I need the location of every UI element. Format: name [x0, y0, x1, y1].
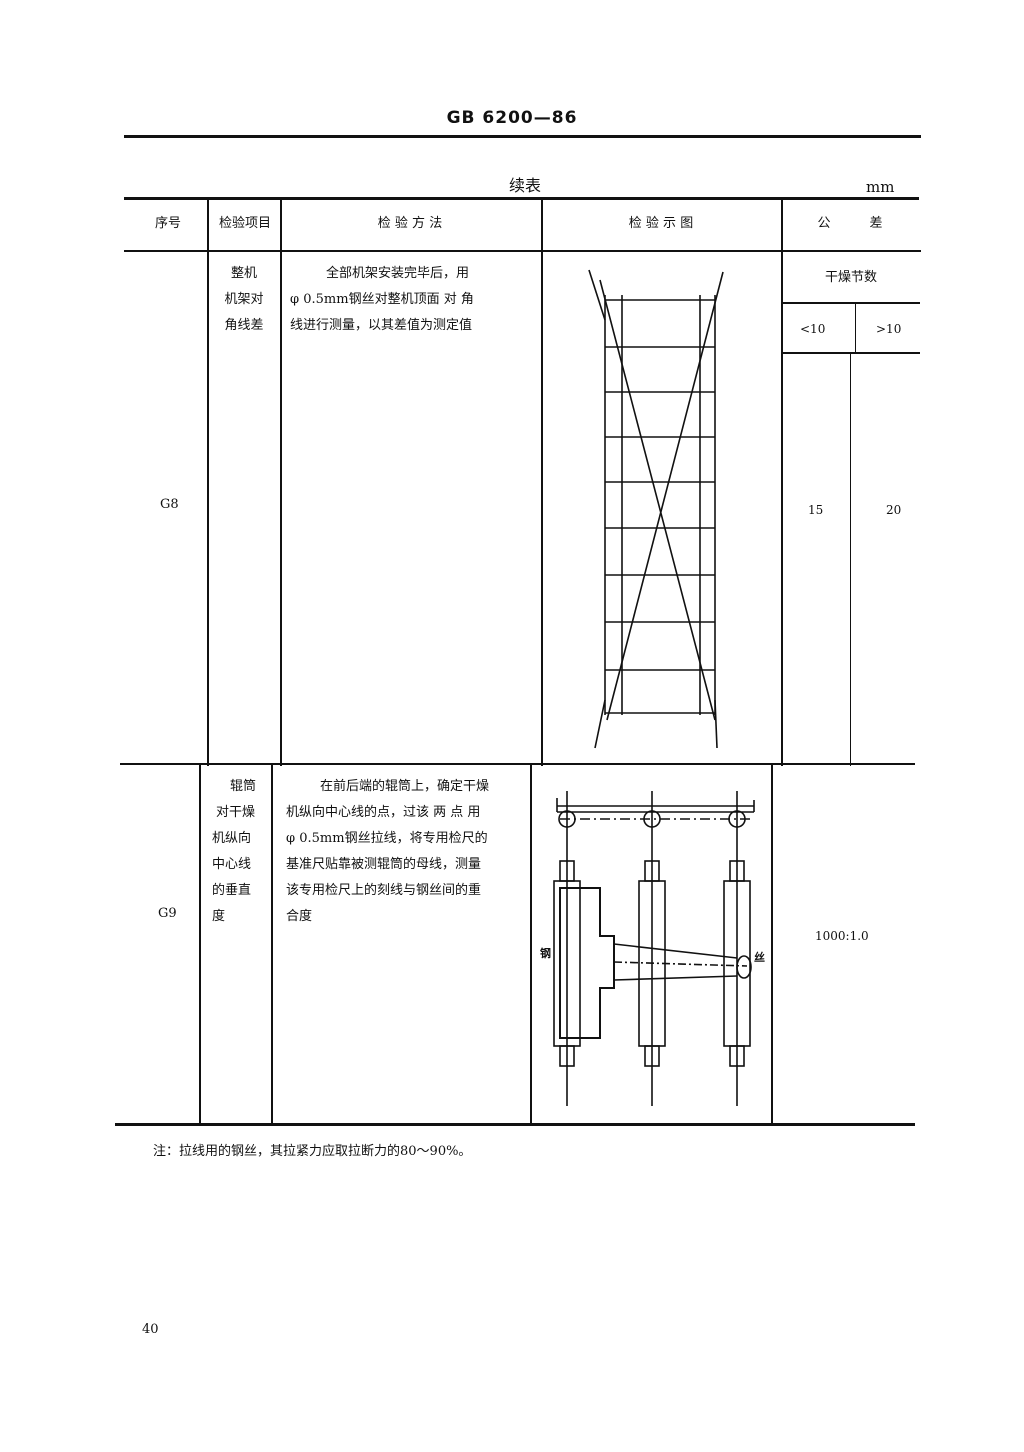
- col-divider-1b: [199, 764, 201, 1125]
- col-header-index: 序号: [154, 216, 181, 231]
- method-line: 基准尺贴靠被测辊筒的母线，测量: [286, 857, 482, 872]
- row-item-g8: 整机 机架对 角线差: [212, 261, 276, 339]
- col-divider-4: [781, 198, 783, 766]
- row-method-g8: 全部机架安装完毕后，用 φ 0.5mm钢丝对整机顶面 对 角 线进行测量，以其差…: [290, 261, 530, 339]
- item-line: 整机: [230, 266, 257, 281]
- frame-diagonal-diagram: [588, 269, 724, 749]
- tolerance-subcol-rule: [782, 352, 920, 354]
- row-index-g9: G9: [158, 906, 177, 921]
- header-rule: [124, 135, 921, 138]
- table-header-rule: [124, 250, 921, 252]
- table-bottom-rule: [115, 1123, 915, 1126]
- method-line: 线进行测量，以其差值为测定值: [290, 318, 473, 333]
- method-line: φ 0.5mm钢丝拉线，将专用检尺的: [286, 831, 488, 846]
- row-item-g9: 辊筒 对干燥 机纵向 中心线 的垂直 度: [212, 774, 268, 930]
- item-line: 对干燥: [216, 805, 256, 820]
- col-header-tolerance: 公 差: [817, 216, 883, 231]
- tolerance-col1-value: 15: [808, 503, 824, 517]
- col-divider-1: [207, 198, 209, 766]
- item-line: 机架对: [224, 292, 264, 307]
- table-footnote: 注：拉线用的钢丝，其拉紧力应取拉断力的80～90%。: [153, 1144, 472, 1159]
- col-divider-2b: [271, 764, 273, 1125]
- tolerance-col2-label: >10: [876, 322, 902, 336]
- tolerance-col2-value: 20: [886, 503, 902, 517]
- page-number: 40: [142, 1322, 159, 1337]
- row-method-g9: 在前后端的辊筒上，确定干燥 机纵向中心线的点，过该 两 点 用 φ 0.5mm钢…: [286, 774, 528, 930]
- method-line: φ 0.5mm钢丝对整机顶面 对 角: [290, 292, 474, 307]
- item-line: 角线差: [224, 318, 264, 333]
- row-separator: [120, 763, 915, 765]
- unit-label: mm: [866, 178, 895, 196]
- item-line: 中心线: [212, 857, 252, 872]
- col-divider-3: [541, 198, 543, 766]
- item-line: 的垂直: [212, 883, 252, 898]
- col-header-method: 检 验 方 法: [377, 216, 443, 231]
- tolerance-subheader: 干燥节数: [824, 270, 877, 285]
- method-line: 全部机架安装完毕后，用: [326, 266, 470, 281]
- tolerance-subheader-rule: [782, 302, 920, 304]
- col-header-diagram: 检 验 示 图: [628, 216, 694, 231]
- method-line: 该专用检尺上的刻线与钢丝间的重: [286, 883, 482, 898]
- col-divider-3b: [530, 764, 532, 1125]
- continuation-title: 续表: [508, 176, 541, 195]
- tolerance-value-g9: 1000:1.0: [815, 929, 869, 943]
- table-top-rule: [124, 197, 919, 200]
- tolerance-subcol-divider: [855, 303, 856, 353]
- diagram-label-wire: 丝: [754, 951, 765, 964]
- item-line: 度: [212, 909, 226, 924]
- tolerance-col1-label: <10: [800, 322, 826, 336]
- col-header-item: 检验项目: [218, 216, 271, 231]
- tolerance-subcol-divider-lower: [850, 353, 851, 766]
- item-line: 辊筒: [230, 779, 257, 794]
- method-line: 合度: [286, 909, 313, 924]
- col-divider-2: [280, 198, 282, 766]
- col-divider-4b: [771, 764, 773, 1125]
- standard-number: GB 6200—86: [446, 108, 578, 128]
- row-index-g8: G8: [160, 497, 179, 512]
- item-line: 机纵向: [212, 831, 252, 846]
- method-line: 机纵向中心线的点，过该 两 点 用: [286, 805, 481, 820]
- roller-gauge-diagram: [553, 791, 755, 1106]
- method-line: 在前后端的辊筒上，确定干燥: [320, 779, 490, 794]
- diagram-label-steel: 钢: [540, 947, 551, 960]
